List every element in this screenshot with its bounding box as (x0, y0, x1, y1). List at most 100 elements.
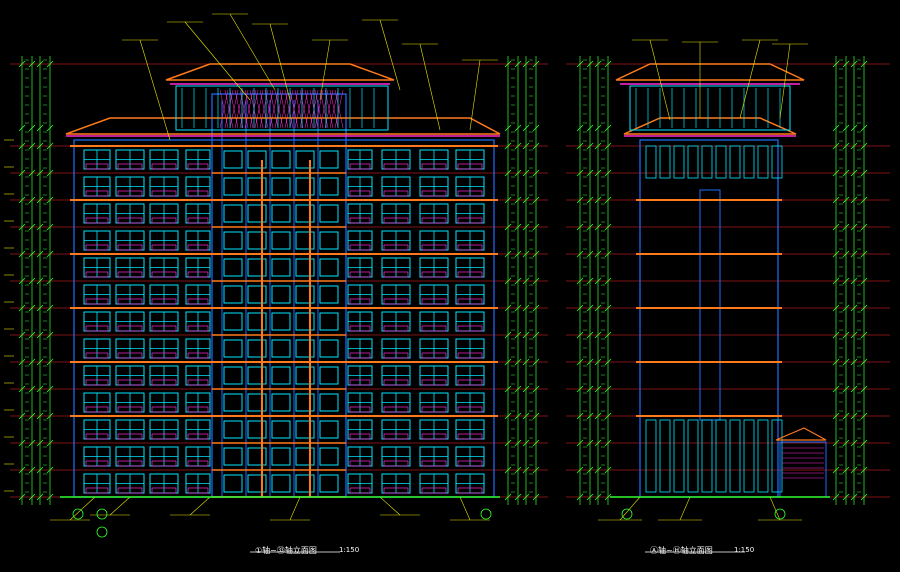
hatch-line (289, 89, 299, 129)
tower-window (223, 447, 243, 466)
dimension-tick (594, 223, 602, 231)
balcony-rail (383, 379, 409, 386)
tower-window (271, 285, 291, 304)
balcony-rail (349, 163, 371, 170)
dimension-tick (860, 439, 868, 447)
dimension-tick (594, 493, 602, 501)
dimension-tick (842, 331, 850, 339)
balcony-rail (187, 406, 209, 413)
tower-window (271, 312, 291, 331)
side-window (701, 145, 713, 179)
side-window (729, 145, 741, 179)
dimension-tick (586, 60, 594, 68)
balcony-rail (383, 487, 409, 494)
annotation-leader (69, 496, 96, 521)
hatch-line (274, 89, 284, 129)
dimension-tick (46, 412, 54, 420)
dimension-tick (850, 439, 858, 447)
side-window (729, 419, 741, 493)
dimension-tick (842, 223, 850, 231)
balcony-rail (349, 487, 371, 494)
dimension-tick (832, 60, 840, 68)
balcony-rail (187, 217, 209, 224)
tower-window (247, 177, 267, 196)
side-building-outline (639, 139, 779, 498)
dimension-tick (514, 223, 522, 231)
balcony-rail (187, 244, 209, 251)
side-window (673, 419, 685, 493)
hatch-line (329, 89, 339, 129)
hatch-line (254, 89, 264, 129)
dimension-tick (850, 493, 858, 501)
tower-window (271, 258, 291, 277)
hatch-line (279, 89, 289, 129)
dimension-tick (586, 304, 594, 312)
dimension-tick (532, 142, 540, 150)
dimension-tick (522, 385, 530, 393)
side-window (687, 419, 699, 493)
dimension-tick (832, 358, 840, 366)
balcony-rail (383, 433, 409, 440)
tower-window (319, 204, 339, 223)
dimension-tick (850, 223, 858, 231)
dimension-tick (850, 196, 858, 204)
dimension-tick (532, 466, 540, 474)
dimension-tick (604, 466, 612, 474)
tower-window (319, 393, 339, 412)
dimension-tick (18, 331, 26, 339)
side-dimension-column-b (594, 56, 612, 505)
dimension-tick (532, 169, 540, 177)
grid-bubble (621, 508, 633, 520)
balcony-rail (421, 352, 447, 359)
dimension-tick (514, 196, 522, 204)
hatch-line (259, 89, 269, 129)
balcony-rail (457, 487, 483, 494)
balcony-rail (117, 298, 143, 305)
balcony-rail (117, 163, 143, 170)
dimension-tick (576, 439, 584, 447)
dimension-tick (586, 385, 594, 393)
dimension-tick (18, 223, 26, 231)
tower-window (223, 366, 243, 385)
dimension-tick (514, 439, 522, 447)
annotation-leader (459, 496, 471, 521)
annex-roof (775, 427, 827, 441)
tower-window (319, 312, 339, 331)
tower-window (319, 366, 339, 385)
dimension-tick (842, 466, 850, 474)
dimension-tick (532, 385, 540, 393)
dimension-tick (576, 493, 584, 501)
dimension-tick (522, 142, 530, 150)
tower-window (223, 177, 243, 196)
dimension-tick (28, 439, 36, 447)
dimension-tick (850, 169, 858, 177)
roof-eave (65, 117, 501, 135)
dimension-tick (504, 493, 512, 501)
dimension-tick (504, 439, 512, 447)
dimension-tick (522, 60, 530, 68)
dimension-tick (18, 304, 26, 312)
dimension-tick (586, 358, 594, 366)
dimension-tick (18, 60, 26, 68)
dimension-tick (594, 196, 602, 204)
tower-window (223, 258, 243, 277)
dimension-tick (860, 493, 868, 501)
annotation-leader (379, 496, 401, 516)
balcony-rail (151, 352, 177, 359)
dimension-tick (586, 250, 594, 258)
balcony-rail (187, 271, 209, 278)
side-window (659, 145, 671, 179)
balcony-rail (457, 298, 483, 305)
tower-window (319, 285, 339, 304)
tower-window (295, 474, 315, 493)
balcony-rail (421, 433, 447, 440)
balcony-rail (187, 163, 209, 170)
tower-window (223, 231, 243, 250)
dimension-tick (576, 304, 584, 312)
balcony-rail (117, 217, 143, 224)
dimension-tick (532, 223, 540, 231)
annotation-leader (379, 19, 401, 91)
tower-window (271, 366, 291, 385)
dimension-tick (522, 196, 530, 204)
dimension-tick (504, 277, 512, 285)
